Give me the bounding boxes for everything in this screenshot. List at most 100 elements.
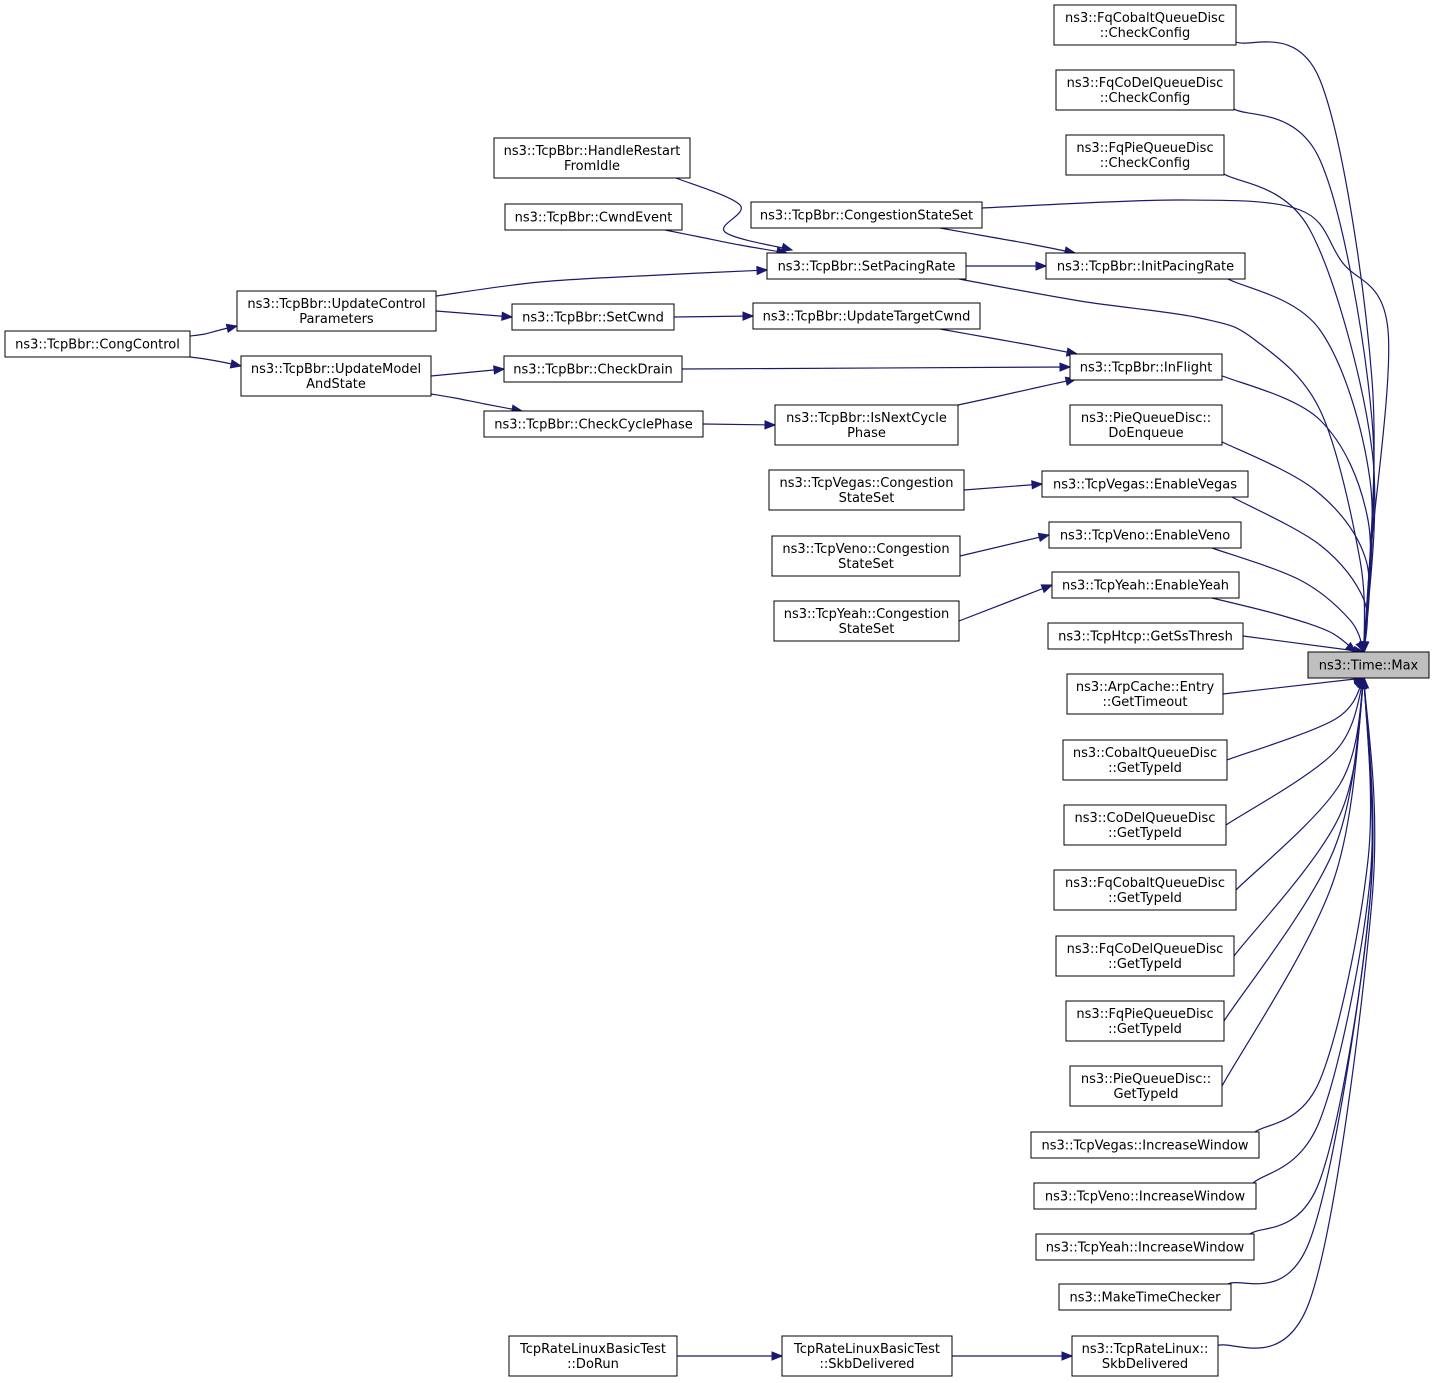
node-box[interactable]	[1063, 804, 1227, 846]
edge-line	[1252, 677, 1373, 1184]
node-box[interactable]	[771, 535, 961, 577]
node-arpcache_gettimeout[interactable]: ns3::ArpCache::Entry::GetTimeout	[1066, 673, 1224, 715]
node-box[interactable]	[774, 404, 959, 446]
node-box[interactable]	[781, 1335, 953, 1377]
node-veno_increasewindow[interactable]: ns3::TcpVeno::IncreaseWindow	[1033, 1182, 1257, 1210]
node-test_skbdelivered[interactable]: TcpRateLinuxBasicTest::SkbDelivered	[781, 1335, 953, 1377]
edge-ratelinux_skbdelivered-to-max	[1215, 676, 1376, 1349]
node-box[interactable]	[1065, 134, 1225, 176]
node-box[interactable]	[768, 469, 965, 511]
node-box[interactable]	[766, 252, 967, 280]
node-box[interactable]	[752, 302, 981, 330]
node-fqpie_gettypeid[interactable]: ns3::FqPieQueueDisc::GetTypeId	[1065, 1000, 1225, 1042]
node-box[interactable]	[1055, 935, 1235, 977]
node-veno_congestionstateset[interactable]: ns3::TcpVeno::CongestionStateSet	[771, 535, 961, 577]
node-box[interactable]	[1045, 252, 1246, 280]
node-bbr_updatetargetcwnd[interactable]: ns3::TcpBbr::UpdateTargetCwnd	[752, 302, 981, 330]
node-box[interactable]	[504, 203, 683, 231]
node-maketimechecker[interactable]: ns3::MakeTimeChecker	[1058, 1283, 1232, 1311]
node-bbr_congcontrol[interactable]: ns3::TcpBbr::CongControl	[4, 330, 191, 358]
node-label: ns3::TcpBbr::CheckCyclePhase	[494, 418, 693, 433]
node-vegas_congestionstateset[interactable]: ns3::TcpVegas::CongestionStateSet	[768, 469, 965, 511]
node-label: ::CheckConfig	[1100, 26, 1190, 41]
node-box[interactable]	[1041, 470, 1249, 498]
node-box[interactable]	[1051, 571, 1240, 599]
node-bbr_initpacingrate[interactable]: ns3::TcpBbr::InitPacingRate	[1045, 252, 1246, 280]
node-box[interactable]	[750, 201, 983, 229]
node-box[interactable]	[1033, 1182, 1257, 1210]
node-box[interactable]	[1053, 869, 1237, 911]
arrowhead-icon	[493, 365, 506, 375]
node-box[interactable]	[1035, 1233, 1255, 1261]
node-box[interactable]	[1069, 1065, 1223, 1107]
node-fqcobalt_gettypeid[interactable]: ns3::FqCobaltQueueDisc::GetTypeId	[1053, 869, 1237, 911]
node-box[interactable]	[236, 290, 437, 332]
edge-line	[939, 328, 1078, 355]
node-box[interactable]	[1069, 404, 1223, 446]
node-box[interactable]	[508, 1335, 678, 1377]
node-yeah_enable[interactable]: ns3::TcpYeah::EnableYeah	[1051, 571, 1240, 599]
node-vegas_increasewindow[interactable]: ns3::TcpVegas::IncreaseWindow	[1030, 1131, 1260, 1159]
edge-line	[430, 393, 523, 412]
edge-line	[1223, 677, 1365, 1022]
node-vegas_enable[interactable]: ns3::TcpVegas::EnableVegas	[1041, 470, 1249, 498]
node-codel_gettypeid[interactable]: ns3::CoDelQueueDisc::GetTypeId	[1063, 804, 1227, 846]
node-label: ns3::TcpBbr::InitPacingRate	[1057, 260, 1234, 275]
node-pie_gettypeid[interactable]: ns3::PieQueueDisc::GetTypeId	[1069, 1065, 1223, 1107]
node-max[interactable]: ns3::Time::Max	[1307, 651, 1430, 679]
node-box[interactable]	[1069, 353, 1223, 381]
arrowhead-icon	[771, 1351, 784, 1361]
node-label: ns3::TcpVegas::Congestion	[779, 476, 953, 491]
node-bbr_checkdrain[interactable]: ns3::TcpBbr::CheckDrain	[503, 355, 683, 383]
node-fqpie_checkconfig[interactable]: ns3::FqPieQueueDisc::CheckConfig	[1065, 134, 1225, 176]
node-box[interactable]	[493, 137, 691, 179]
node-label: ns3::TcpBbr::CongestionStateSet	[760, 209, 973, 224]
edge-line	[1249, 677, 1373, 1235]
node-box[interactable]	[1062, 739, 1228, 781]
node-box[interactable]	[1047, 622, 1244, 650]
node-htcp_getssthresh[interactable]: ns3::TcpHtcp::GetSsThresh	[1047, 622, 1244, 650]
node-ratelinux_skbdelivered[interactable]: ns3::TcpRateLinux::SkbDelivered	[1071, 1335, 1219, 1377]
node-bbr_congestionstateset[interactable]: ns3::TcpBbr::CongestionStateSet	[750, 201, 983, 229]
node-box[interactable]	[1048, 521, 1242, 549]
node-box[interactable]	[1071, 1335, 1219, 1377]
node-veno_enable[interactable]: ns3::TcpVeno::EnableVeno	[1048, 521, 1242, 549]
node-box[interactable]	[1307, 651, 1430, 679]
node-fqcodel_checkconfig[interactable]: ns3::FqCoDelQueueDisc::CheckConfig	[1055, 69, 1235, 111]
node-box[interactable]	[1065, 1000, 1225, 1042]
node-label: ns3::MakeTimeChecker	[1070, 1291, 1222, 1306]
node-yeah_congestionstateset[interactable]: ns3::TcpYeah::CongestionStateSet	[773, 600, 960, 642]
edge-line	[1211, 547, 1365, 653]
node-bbr_setcwnd[interactable]: ns3::TcpBbr::SetCwnd	[511, 303, 675, 331]
node-box[interactable]	[773, 600, 960, 642]
arrowhead-icon	[1061, 1351, 1074, 1361]
edge-line	[435, 310, 513, 318]
node-fqcobalt_checkconfig[interactable]: ns3::FqCobaltQueueDisc::CheckConfig	[1053, 4, 1237, 46]
node-box[interactable]	[1058, 1283, 1232, 1311]
node-bbr_setpacingrate[interactable]: ns3::TcpBbr::SetPacingRate	[766, 252, 967, 280]
node-box[interactable]	[1030, 1131, 1260, 1159]
node-fqcodel_gettypeid[interactable]: ns3::FqCoDelQueueDisc::GetTypeId	[1055, 935, 1235, 977]
node-bbr_cwndevent[interactable]: ns3::TcpBbr::CwndEvent	[504, 203, 683, 231]
node-box[interactable]	[503, 355, 683, 383]
node-yeah_increasewindow[interactable]: ns3::TcpYeah::IncreaseWindow	[1035, 1233, 1255, 1261]
node-box[interactable]	[1053, 4, 1237, 46]
node-test_dorun[interactable]: TcpRateLinuxBasicTest::DoRun	[508, 1335, 678, 1377]
node-label: StateSet	[839, 622, 895, 637]
node-box[interactable]	[1055, 69, 1235, 111]
node-label: GetTypeId	[1113, 1087, 1178, 1102]
node-bbr_checkcyclephase[interactable]: ns3::TcpBbr::CheckCyclePhase	[483, 410, 704, 438]
node-box[interactable]	[483, 410, 704, 438]
arrowhead-icon	[1355, 640, 1365, 654]
node-box[interactable]	[511, 303, 675, 331]
node-bbr_inflight[interactable]: ns3::TcpBbr::InFlight	[1069, 353, 1223, 381]
node-box[interactable]	[240, 355, 432, 397]
node-box[interactable]	[4, 330, 191, 358]
node-cobalt_gettypeid[interactable]: ns3::CobaltQueueDisc::GetTypeId	[1062, 739, 1228, 781]
node-box[interactable]	[1066, 673, 1224, 715]
node-pie_doenqueue[interactable]: ns3::PieQueueDisc::DoEnqueue	[1069, 404, 1223, 446]
